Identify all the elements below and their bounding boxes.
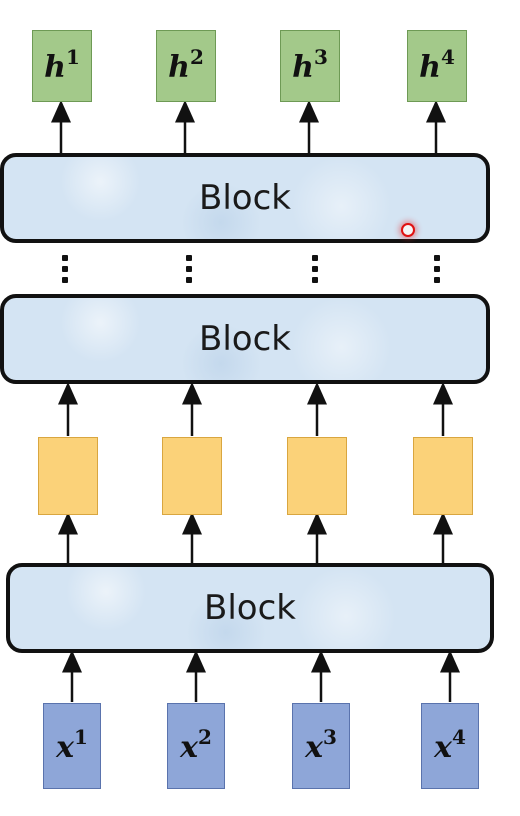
intermediate-box-1: [38, 437, 98, 515]
output-box-h2: h2: [156, 30, 216, 102]
block-bottom: Block: [6, 563, 494, 653]
output-box-h1: h1: [32, 30, 92, 102]
ellipsis-4-icon: [434, 255, 440, 283]
input-box-x3: x3: [292, 703, 350, 789]
ellipsis-1-icon: [62, 255, 68, 283]
block-top-label: Block: [199, 178, 291, 218]
block-top: Block: [0, 153, 490, 243]
ellipsis-3-icon: [312, 255, 318, 283]
output-label-h1: h1: [44, 45, 80, 85]
block-bottom-label: Block: [204, 588, 296, 628]
intermediate-box-3: [287, 437, 347, 515]
input-label-x2: x2: [180, 725, 212, 765]
intermediate-box-2: [162, 437, 222, 515]
input-label-x3: x3: [305, 725, 337, 765]
input-label-x4: x4: [434, 725, 466, 765]
output-box-h4: h4: [407, 30, 467, 102]
output-label-h3: h3: [292, 45, 328, 85]
output-label-h4: h4: [419, 45, 455, 85]
input-label-x1: x1: [56, 725, 88, 765]
input-box-x2: x2: [167, 703, 225, 789]
input-box-x1: x1: [43, 703, 101, 789]
output-label-h2: h2: [168, 45, 204, 85]
block-middle: Block: [0, 294, 490, 384]
block-middle-label: Block: [199, 319, 291, 359]
ellipsis-2-icon: [186, 255, 192, 283]
output-box-h3: h3: [280, 30, 340, 102]
input-box-x4: x4: [421, 703, 479, 789]
laser-pointer-icon: [401, 223, 415, 237]
intermediate-box-4: [413, 437, 473, 515]
